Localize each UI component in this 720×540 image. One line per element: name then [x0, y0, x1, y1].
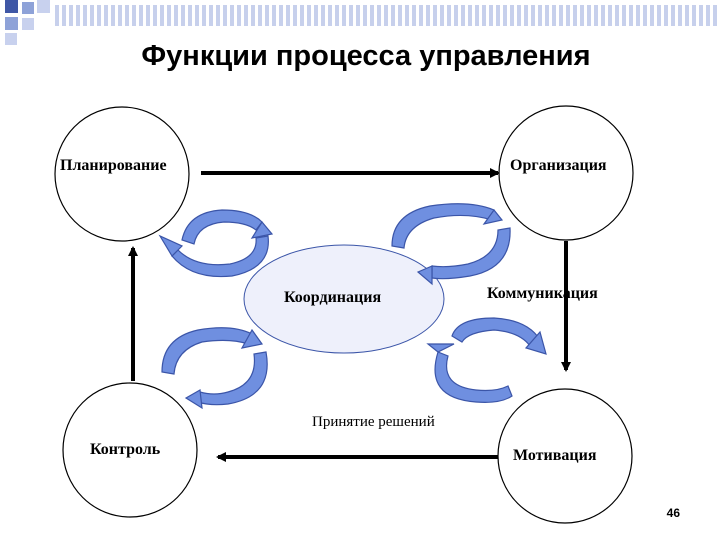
control-node — [62, 382, 198, 518]
coordination-node — [243, 244, 445, 354]
page-title: Функции процесса управления — [141, 40, 591, 72]
decision-making-label: Принятие решений — [312, 414, 435, 430]
control-label: Контроль — [90, 441, 161, 458]
motivation-label: Мотивация — [513, 447, 597, 464]
communication-label: Коммуникация — [487, 285, 598, 302]
curved-arrow-icon — [524, 330, 547, 355]
curved-arrow-icon — [240, 328, 264, 349]
curved-arrow-icon — [181, 209, 263, 245]
curved-arrow-icon — [161, 327, 253, 375]
organization-label: Организация — [510, 157, 607, 174]
curved-arrow-icon — [184, 389, 203, 410]
page-number: 46 — [666, 506, 680, 520]
curved-arrow-icon — [426, 343, 455, 353]
curved-arrows — [158, 203, 547, 410]
planning-node — [54, 106, 190, 242]
curved-arrow-icon — [197, 351, 268, 406]
curved-arrow-icon — [482, 209, 504, 225]
curved-arrow-icon — [431, 227, 511, 280]
curved-arrow-icon — [250, 220, 274, 239]
curved-arrow-icon — [451, 317, 541, 347]
planning-label: Планирование — [60, 157, 167, 174]
curved-arrow-icon — [416, 265, 433, 286]
coordination-label: Координация — [284, 289, 382, 306]
curved-arrow-icon — [434, 351, 513, 403]
curved-arrow-icon — [158, 234, 184, 257]
curved-arrow-icon — [391, 203, 495, 249]
